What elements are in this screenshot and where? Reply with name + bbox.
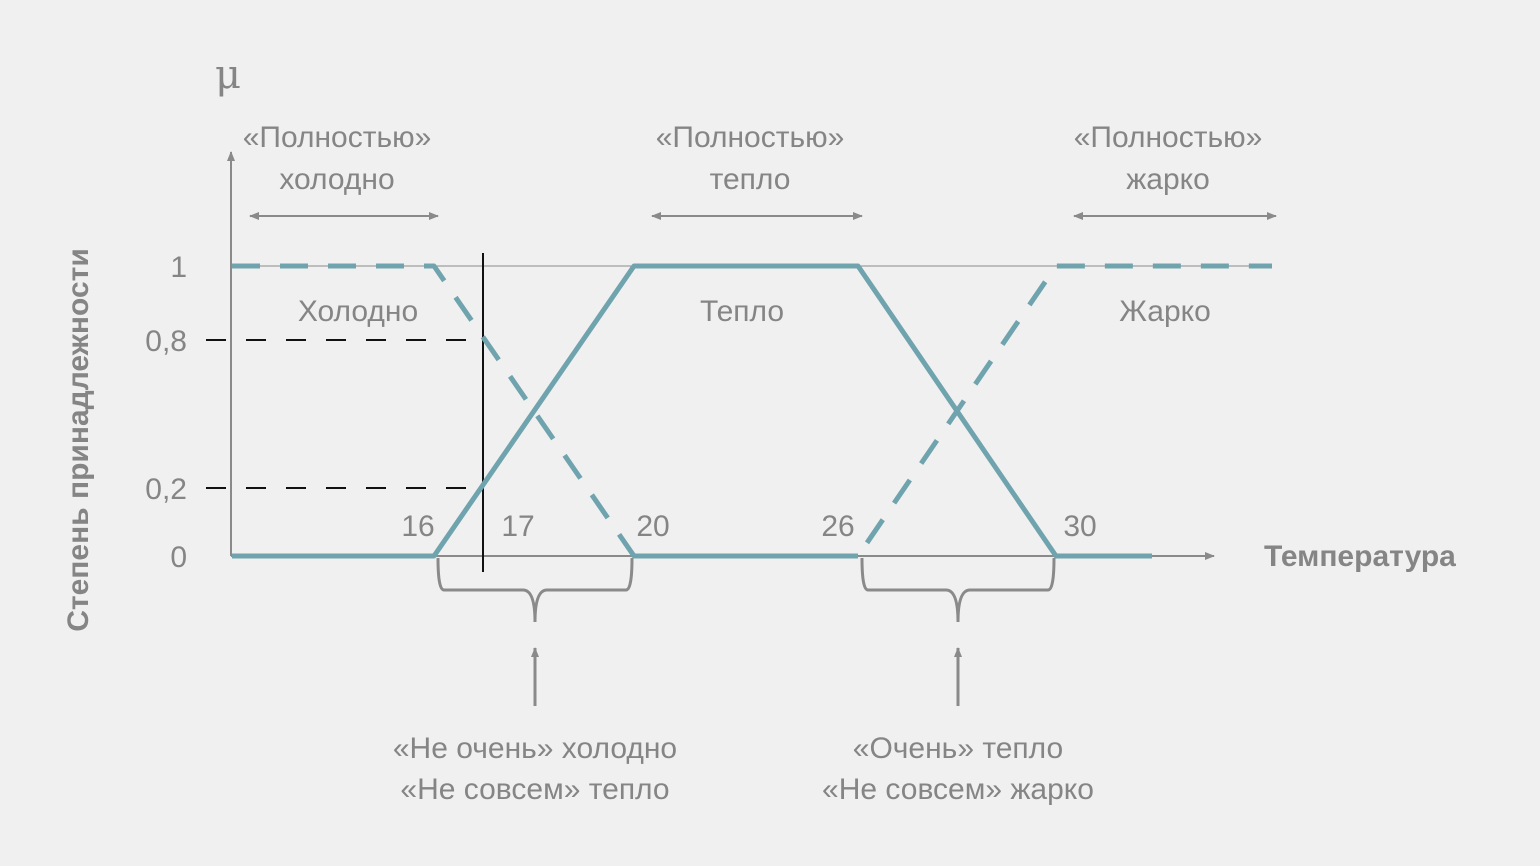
series-line-Холодно [232, 263, 858, 559]
range-label: холодно [279, 163, 394, 196]
series-label: Жарко [1119, 295, 1211, 328]
series-line-Тепло [232, 263, 1152, 559]
brace-label: «Очень» тепло [853, 732, 1063, 765]
series-line-Жарко [634, 263, 1272, 559]
range-label: «Полностью» [1074, 121, 1263, 154]
y-axis-label: Степень принадлежности [62, 248, 95, 632]
x-axis-label: Температура [1264, 540, 1456, 573]
brace-label: «Не совсем» жарко [822, 773, 1094, 806]
range-label: «Полностью» [656, 121, 845, 154]
y-tick-label: 0 [170, 541, 187, 574]
x-tick-label: 26 [821, 510, 854, 543]
axes [227, 151, 1272, 560]
x-tick-label: 30 [1063, 510, 1096, 543]
mu-symbol: μ [215, 52, 241, 98]
curly-brace [860, 557, 1056, 623]
series-label: Тепло [700, 295, 784, 328]
y-tick-label: 1 [170, 251, 187, 284]
curly-brace [436, 557, 634, 623]
x-tick-label: 17 [501, 510, 534, 543]
range-label: тепло [710, 163, 791, 196]
range-label: жарко [1126, 163, 1210, 196]
brace-label: «Не очень» холодно [393, 732, 677, 765]
y-tick-label: 0,2 [145, 473, 187, 506]
series-label: Холодно [298, 295, 418, 328]
y-tick-label: 0,8 [145, 325, 187, 358]
x-tick-label: 16 [401, 510, 434, 543]
range-label: «Полностью» [243, 121, 432, 154]
x-tick-label: 20 [636, 510, 669, 543]
brace-label: «Не совсем» тепло [400, 773, 669, 806]
